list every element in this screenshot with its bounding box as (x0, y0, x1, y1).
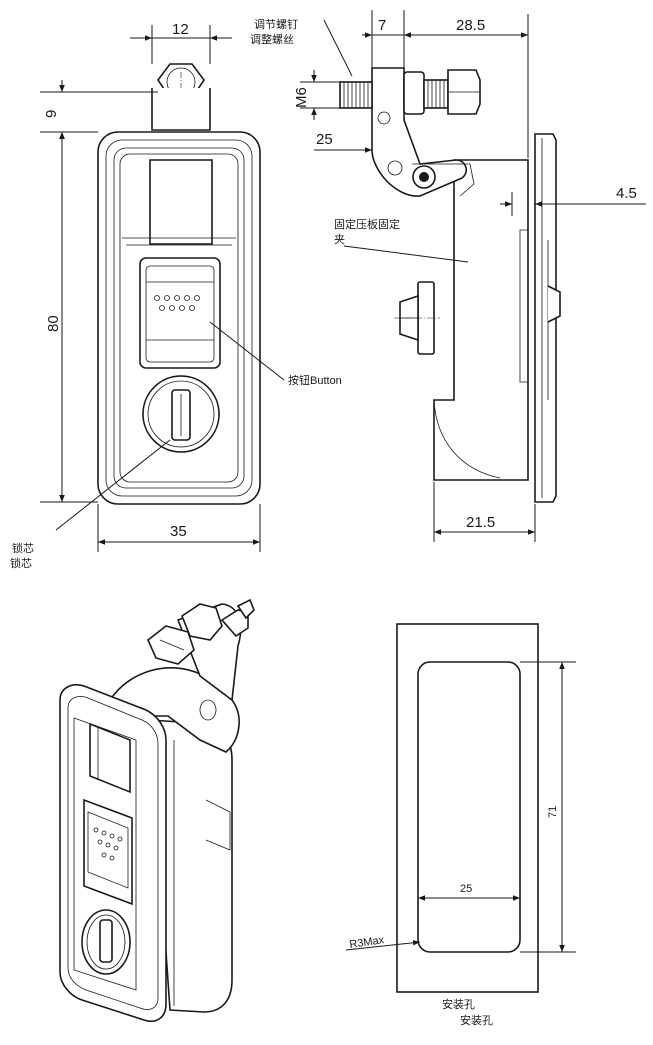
dim-thread: M6 (293, 87, 310, 108)
dim-height: 80 (45, 315, 62, 332)
dim-width-top: 12 (172, 21, 189, 38)
side-view: 7 28.5 M6 25 4.5 21.5 调节螺钉 调整螺丝 (250, 10, 646, 542)
isometric-view (59, 598, 255, 1022)
dim-side-7: 7 (378, 17, 386, 34)
label-core-2: 锁芯 (10, 556, 32, 570)
label-mount-hole-2: 安装孔 (460, 1013, 493, 1027)
front-view: 12 9 80 35 按钮Button 锁芯 锁芯 (10, 21, 342, 570)
button-dots (154, 295, 200, 311)
label-adjust-screw-1: 调节螺钉 (254, 18, 298, 31)
handle-slot (149, 159, 213, 245)
button (139, 257, 221, 369)
label-button: 按钮Button (288, 373, 342, 387)
cutout-view: 71 25 R3Max 安装孔 安装孔 (345, 623, 576, 1027)
dim-side-21-5: 21.5 (466, 514, 495, 531)
dim-width: 35 (170, 523, 187, 540)
dim-top-offset: 9 (43, 110, 60, 118)
iso-button-dots (93, 827, 123, 861)
label-clamp-2: 夹 (334, 233, 345, 246)
dim-cutout-width: 25 (460, 883, 472, 895)
bolt-stem (151, 88, 211, 131)
iso-button (83, 798, 133, 906)
label-clamp-1: 固定压板固定 (334, 217, 400, 231)
iso-handle (89, 722, 131, 794)
side-body (433, 159, 529, 481)
label-adjust-screw-2: 调整螺丝 (250, 32, 294, 46)
dim-cutout-height: 71 (547, 806, 559, 818)
dim-side-25: 25 (316, 131, 333, 148)
dim-side-4-5: 4.5 (616, 185, 637, 202)
label-mount-hole-1: 安装孔 (442, 997, 475, 1011)
nut-small (403, 71, 425, 115)
dim-corner-radius: R3Max (349, 934, 386, 951)
dim-side-28-5: 28.5 (456, 17, 485, 34)
mounting-hole (417, 661, 521, 953)
label-core-1: 锁芯 (12, 541, 34, 555)
panel-flange (534, 133, 557, 503)
